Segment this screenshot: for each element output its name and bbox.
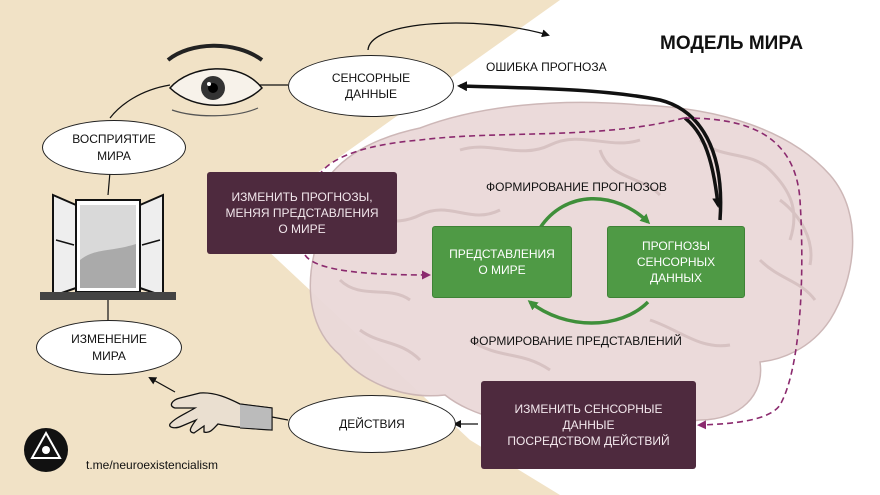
- arrow-to-change: [148, 377, 176, 393]
- oval-actions: ДЕЙСТВИЯ: [288, 395, 456, 453]
- oval-change-label: ИЗМЕНЕНИЕ МИРА: [71, 332, 147, 363]
- label-forming-representations: ФОРМИРОВАНИЕ ПРЕДСТАВЛЕНИЙ: [470, 334, 682, 348]
- line-actions-hand: [271, 416, 289, 421]
- hand-icon: [169, 392, 273, 434]
- box-change-sensory: ИЗМЕНИТЬ СЕНСОРНЫЕ ДАННЫЕ ПОСРЕДСТВОМ ДЕ…: [481, 381, 696, 469]
- channel-link[interactable]: t.me/neuroexistencialism: [86, 458, 219, 472]
- loop-arrow: [367, 22, 550, 51]
- oval-change-world: ИЗМЕНЕНИЕ МИРА: [36, 320, 182, 375]
- label-prediction-error: ОШИБКА ПРОГНОЗА: [486, 60, 607, 74]
- logo-icon: [24, 428, 68, 472]
- line-eye-perception: [109, 84, 171, 119]
- oval-perception: ВОСПРИЯТИЕ МИРА: [42, 120, 186, 175]
- box-representations: ПРЕДСТАВЛЕНИЯ О МИРЕ: [432, 226, 572, 298]
- dashed-arrow-right: [683, 117, 803, 430]
- dashed-line-top: [314, 117, 685, 186]
- box-change-sensory-label: ИЗМЕНИТЬ СЕНСОРНЫЕ ДАННЫЕ ПОСРЕДСТВОМ ДЕ…: [507, 401, 670, 449]
- page-title: МОДЕЛЬ МИРА: [660, 33, 804, 54]
- box-representations-label: ПРЕДСТАВЛЕНИЯ О МИРЕ: [449, 246, 555, 277]
- brain-icon: [309, 101, 854, 424]
- box-predictions-label: ПРОГНОЗЫ СЕНСОРНЫХ ДАННЫХ: [636, 238, 716, 286]
- error-arrow: [457, 81, 723, 221]
- label-forming-predictions: ФОРМИРОВАНИЕ ПРОГНОЗОВ: [486, 180, 667, 194]
- prediction-arrow: [683, 116, 723, 208]
- oval-perception-label: ВОСПРИЯТИЕ МИРА: [72, 132, 156, 163]
- window-icon: [40, 193, 176, 300]
- green-arrow-bottom: [527, 300, 650, 325]
- line-perception-window: [107, 171, 111, 196]
- oval-actions-label: ДЕЙСТВИЯ: [339, 416, 405, 431]
- box-change-predictions: ИЗМЕНИТЬ ПРОГНОЗЫ, МЕНЯЯ ПРЕДСТАВЛЕНИЯ О…: [207, 172, 397, 254]
- green-arrow-top: [538, 197, 651, 229]
- box-change-predictions-label: ИЗМЕНИТЬ ПРОГНОЗЫ, МЕНЯЯ ПРЕДСТАВЛЕНИЯ О…: [225, 189, 379, 237]
- eye-icon: [166, 43, 264, 117]
- dashed-arrow-left: [304, 254, 431, 280]
- box-predictions: ПРОГНОЗЫ СЕНСОРНЫХ ДАННЫХ: [607, 226, 745, 298]
- oval-sensory-data: СЕНСОРНЫЕ ДАННЫЕ: [288, 55, 454, 117]
- oval-sensory-label: СЕНСОРНЫЕ ДАННЫЕ: [331, 70, 411, 101]
